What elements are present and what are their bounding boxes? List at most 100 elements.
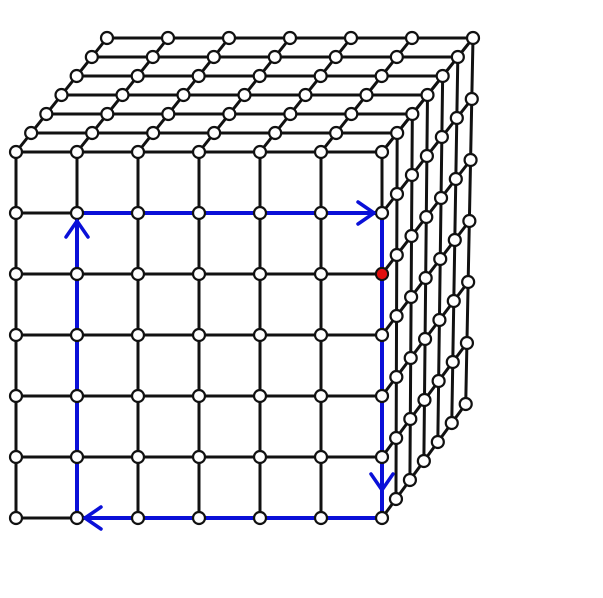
front-lattice-node: [374, 388, 390, 404]
front-lattice-node: [252, 205, 268, 221]
side-lattice-node: [458, 396, 473, 412]
front-lattice-node: [8, 510, 24, 526]
side-lattice-node: [463, 152, 478, 168]
front-lattice-node: [191, 449, 207, 465]
front-lattice-node: [252, 266, 268, 282]
side-lattice-node: [388, 491, 404, 507]
side-lattice-node: [417, 331, 433, 347]
front-lattice-node: [69, 144, 85, 160]
top-lattice-node: [283, 106, 298, 122]
top-lattice-node: [176, 87, 191, 103]
front-lattice-node: [374, 449, 390, 465]
side-lattice-node: [449, 110, 464, 126]
side-lattice-node: [389, 430, 404, 446]
top-lattice-node: [359, 87, 374, 103]
marked-red-node: [375, 267, 389, 281]
side-lattice-node: [419, 148, 434, 164]
side-lattice-node: [404, 167, 420, 183]
top-lattice-node: [99, 30, 115, 46]
front-lattice-node: [8, 388, 24, 404]
top-lattice-node: [100, 106, 115, 122]
front-lattice-node: [313, 144, 329, 160]
front-lattice-node: [191, 205, 207, 221]
front-lattice-node: [191, 327, 207, 343]
top-lattice-node: [54, 87, 69, 103]
side-lattice-node: [447, 232, 462, 248]
front-lattice-node: [130, 205, 146, 221]
top-lattice-node: [465, 30, 481, 46]
side-lattice-node: [432, 312, 447, 328]
front-lattice-node: [313, 266, 329, 282]
top-lattice-node: [39, 106, 54, 122]
front-lattice-node: [8, 327, 24, 343]
top-lattice-node: [69, 68, 84, 84]
arrow-up-icon: [64, 219, 90, 239]
arrow-right-icon: [356, 200, 376, 226]
side-lattice-node: [462, 213, 477, 229]
side-lattice-node: [445, 354, 460, 370]
front-lattice-node: [374, 205, 390, 221]
front-lattice-node: [69, 266, 85, 282]
front-lattice-node: [8, 266, 24, 282]
top-lattice-node: [404, 30, 420, 46]
side-lattice-node: [434, 129, 449, 145]
side-lattice-node: [389, 308, 404, 324]
top-lattice-node: [267, 49, 282, 65]
front-lattice-node: [252, 510, 268, 526]
top-lattice-node: [252, 68, 267, 84]
side-lattice-node: [418, 270, 433, 286]
front-lattice-node: [374, 327, 390, 343]
top-lattice-node: [405, 106, 420, 122]
top-lattice-node: [420, 87, 435, 103]
side-lattice-node: [417, 392, 432, 408]
top-lattice-node: [237, 87, 252, 103]
side-lattice-node: [464, 91, 479, 107]
front-lattice-node: [313, 327, 329, 343]
side-lattice-node: [433, 190, 449, 206]
front-lattice-node: [252, 388, 268, 404]
front-lattice-node: [191, 510, 207, 526]
top-lattice-node: [84, 49, 99, 65]
side-lattice-node: [419, 209, 434, 225]
side-lattice-node: [403, 350, 418, 366]
top-lattice-node: [298, 87, 313, 103]
side-lattice-node: [389, 247, 404, 263]
front-lattice-node: [252, 449, 268, 465]
marked-node-group: [375, 267, 389, 281]
arrow-down-icon: [369, 472, 395, 492]
front-lattice-node: [130, 388, 146, 404]
blue-loop-path: [75, 211, 384, 520]
side-lattice-node: [430, 434, 445, 450]
top-lattice-node: [115, 87, 130, 103]
top-lattice-node: [206, 49, 221, 65]
front-lattice-node: [191, 266, 207, 282]
side-lattice-node: [444, 415, 459, 431]
top-lattice-node: [268, 125, 283, 141]
front-lattice-node: [69, 388, 85, 404]
side-lattice-node: [433, 251, 448, 267]
top-lattice-node: [161, 106, 176, 122]
front-lattice-node: [69, 327, 85, 343]
top-lattice-node: [374, 68, 389, 84]
side-lattice-node: [403, 411, 418, 427]
side-lattice-node: [461, 274, 476, 290]
top-lattice-node: [221, 30, 237, 46]
lattice-nodes: [8, 30, 481, 526]
top-lattice-node: [207, 125, 222, 141]
front-lattice-node: [130, 327, 146, 343]
top-lattice-node: [450, 49, 465, 65]
top-lattice-node: [24, 125, 39, 141]
front-lattice-node: [8, 449, 24, 465]
top-lattice-node: [160, 30, 176, 46]
front-lattice-node: [130, 449, 146, 465]
front-lattice-node: [69, 510, 85, 526]
front-lattice-node: [130, 510, 146, 526]
top-lattice-node: [145, 49, 160, 65]
front-lattice-node: [130, 266, 146, 282]
top-lattice-node: [328, 49, 343, 65]
front-lattice-node: [313, 388, 329, 404]
front-lattice-node: [191, 144, 207, 160]
loop-arrows: [64, 200, 395, 531]
top-lattice-node: [85, 125, 100, 141]
front-lattice-node: [69, 449, 85, 465]
